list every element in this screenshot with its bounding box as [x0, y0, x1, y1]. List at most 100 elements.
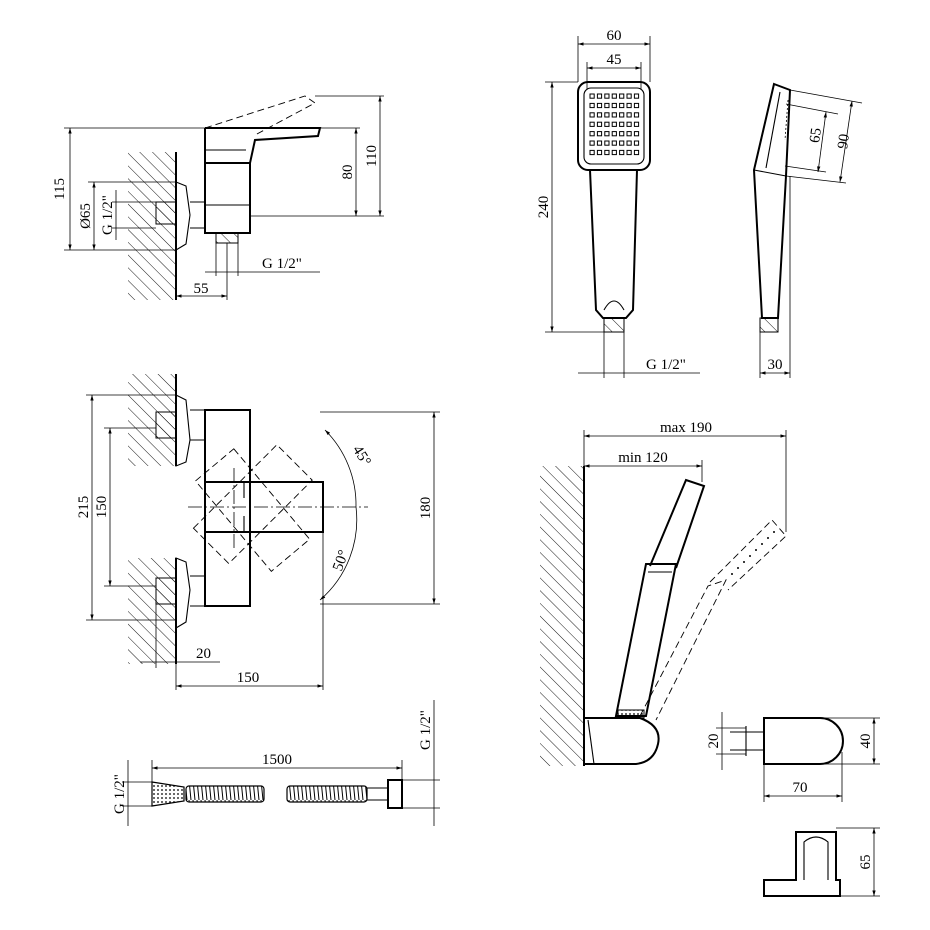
- nozzle: [633, 102, 640, 109]
- hose-segment-left: [185, 785, 265, 803]
- dim-1500: 1500: [262, 752, 292, 768]
- nozzle-grid: [589, 93, 640, 156]
- nozzle: [589, 131, 595, 137]
- shower-head: [577, 81, 651, 171]
- handshower-front-view: 60 45 240 G 1/2": [536, 28, 700, 378]
- handshower-solid-head: [649, 478, 706, 569]
- dim-60: 60: [607, 28, 622, 44]
- nozzle: [626, 140, 632, 146]
- dim-80: 80: [340, 165, 356, 180]
- lever: [204, 127, 322, 164]
- nozzle: [626, 131, 632, 137]
- nozzle: [596, 121, 603, 127]
- nozzle: [596, 93, 603, 99]
- nozzle: [611, 112, 617, 118]
- nozzle: [633, 93, 640, 99]
- nozzle: [589, 149, 595, 156]
- dim-hose-g-right: G 1/2": [418, 710, 434, 750]
- dim-240: 240: [536, 196, 552, 219]
- mixer-front-body: [204, 409, 251, 607]
- nozzle: [626, 102, 632, 109]
- nozzle: [604, 131, 610, 137]
- eccentric-thread: [155, 201, 177, 225]
- nozzle: [626, 149, 632, 156]
- nozzle: [619, 149, 625, 156]
- nozzle: [604, 93, 610, 99]
- wall-hatch: [128, 152, 176, 300]
- nozzle-dot: [761, 543, 763, 545]
- mixer-front-view: 45° 50° 215 150 180 20 150: [76, 374, 440, 690]
- dim-max-190: max 190: [660, 420, 712, 436]
- wall-hatch-right: [540, 466, 584, 766]
- dim-110: 110: [364, 145, 380, 167]
- dim-detail-70: 70: [793, 780, 808, 796]
- nozzle: [604, 149, 610, 156]
- outlet-thread: [215, 232, 239, 244]
- handshower-side-view: 65 90 30: [752, 82, 863, 378]
- dim-115: 115: [52, 178, 68, 200]
- nozzle: [611, 131, 617, 137]
- nozzle-dot: [731, 573, 733, 575]
- nozzle: [589, 93, 595, 99]
- handshower-solid: [614, 563, 678, 717]
- flange: [175, 181, 191, 251]
- nozzle: [589, 140, 595, 146]
- angle-50: 50°: [330, 548, 352, 573]
- dim-detail-40: 40: [858, 734, 874, 749]
- nozzle: [626, 121, 632, 127]
- dim-detail-20: 20: [706, 734, 722, 749]
- nozzle: [633, 131, 640, 137]
- dim-180: 180: [418, 497, 434, 520]
- nozzle: [604, 140, 610, 146]
- nozzle: [611, 93, 617, 99]
- nozzle-dot: [767, 537, 769, 539]
- nozzle: [611, 102, 617, 109]
- nozzle: [633, 149, 640, 156]
- nozzle: [633, 112, 640, 118]
- dim-hose-g-left: G 1/2": [112, 774, 128, 814]
- holder-mounted-view: max 190 min 120: [540, 420, 787, 766]
- nozzle: [589, 112, 595, 118]
- nozzle: [596, 140, 603, 146]
- nozzle: [619, 131, 625, 137]
- nozzle-dot: [737, 567, 739, 569]
- nozzle: [596, 112, 603, 118]
- nozzle: [604, 121, 610, 127]
- nozzle-dot: [755, 549, 757, 551]
- nozzle: [633, 121, 640, 127]
- shower-thread: [603, 317, 625, 333]
- nozzle: [619, 112, 625, 118]
- nozzle: [589, 102, 595, 109]
- holder-detail-side: [763, 717, 844, 765]
- nozzle-dot: [749, 555, 751, 557]
- mixer-body: [204, 162, 251, 234]
- nozzle: [604, 102, 610, 109]
- handshower-dashed: [639, 579, 727, 721]
- dim-g-thread: G 1/2": [646, 357, 686, 373]
- lower-flange: [175, 557, 191, 629]
- nozzle: [611, 121, 617, 127]
- nozzle: [596, 131, 603, 137]
- dim-side-30: 30: [768, 357, 783, 373]
- holder-detail-view: 20 40 70 65: [706, 712, 880, 897]
- dim-215: 215: [76, 496, 92, 519]
- nozzle-dot: [773, 531, 775, 533]
- nozzle: [633, 140, 640, 146]
- nozzle: [596, 149, 603, 156]
- nozzle-dot: [743, 561, 745, 563]
- nozzle: [626, 93, 632, 99]
- dim-g-outlet: G 1/2": [262, 256, 302, 272]
- dim-diameter-65: Ø65: [78, 203, 94, 229]
- dim-min-120: min 120: [618, 450, 668, 466]
- dashed-head-dots: [731, 531, 775, 575]
- nozzle: [596, 102, 603, 109]
- dim-detail-65: 65: [858, 855, 874, 870]
- dim-side-90: 90: [835, 133, 853, 150]
- holder-detail-front: [763, 831, 841, 897]
- dim-150-horizontal: 150: [237, 670, 260, 686]
- nozzle: [589, 121, 595, 127]
- mixer-side-view: 115 Ø65 G 1/2" 80 110 55 G 1/2": [52, 95, 384, 300]
- nozzle: [619, 140, 625, 146]
- dim-side-65: 65: [807, 127, 825, 144]
